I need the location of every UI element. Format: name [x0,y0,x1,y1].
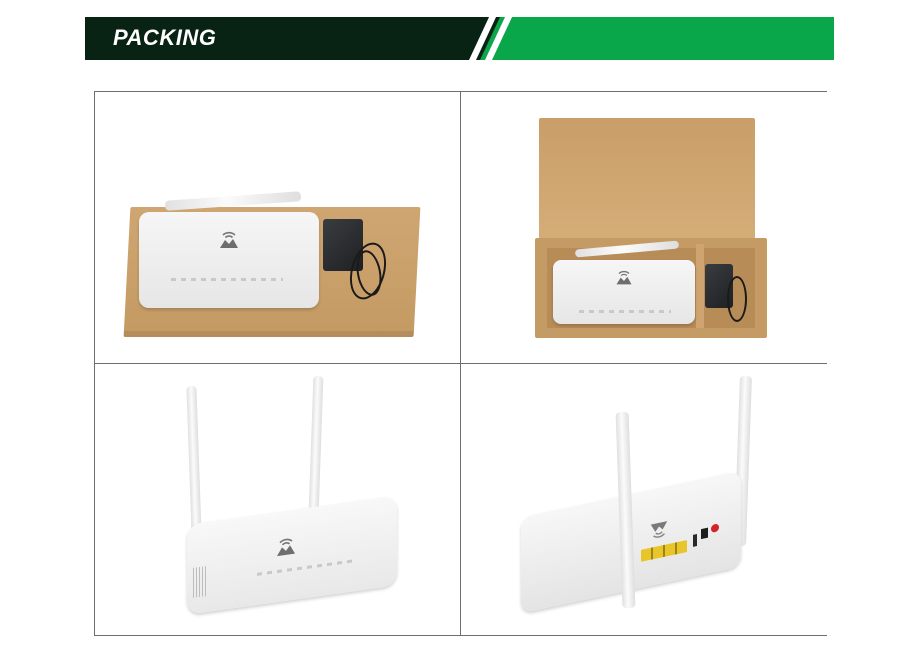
wifi-mountain-logo-icon [215,226,243,253]
box-lid [539,118,755,240]
banner-dark-segment [85,17,475,60]
power-adapter [323,219,363,271]
power-button [711,523,719,533]
packing-image-grid [94,91,827,636]
section-title: PACKING [113,25,217,50]
photo-router-in-flat-box [95,92,461,364]
status-led-row [579,310,671,313]
router [187,495,397,615]
photo-router-rear-view [461,364,827,635]
section-banner: PACKING [85,17,834,60]
left-antenna [186,385,202,537]
wifi-mountain-logo-icon [647,515,671,545]
vent-grille [193,565,207,598]
status-led-row [257,558,357,576]
wifi-mountain-logo-icon [613,266,635,289]
status-led-row [171,278,283,281]
wifi-mountain-logo-icon [273,531,299,562]
power-jack [701,527,708,540]
router [139,212,319,308]
photo-router-in-open-box [461,92,827,364]
router [521,470,741,614]
usb-port [693,533,697,547]
power-cable [727,276,747,322]
photo-router-front-view [95,364,461,635]
right-antenna [308,375,324,515]
box-divider [696,244,704,328]
router [553,260,695,324]
